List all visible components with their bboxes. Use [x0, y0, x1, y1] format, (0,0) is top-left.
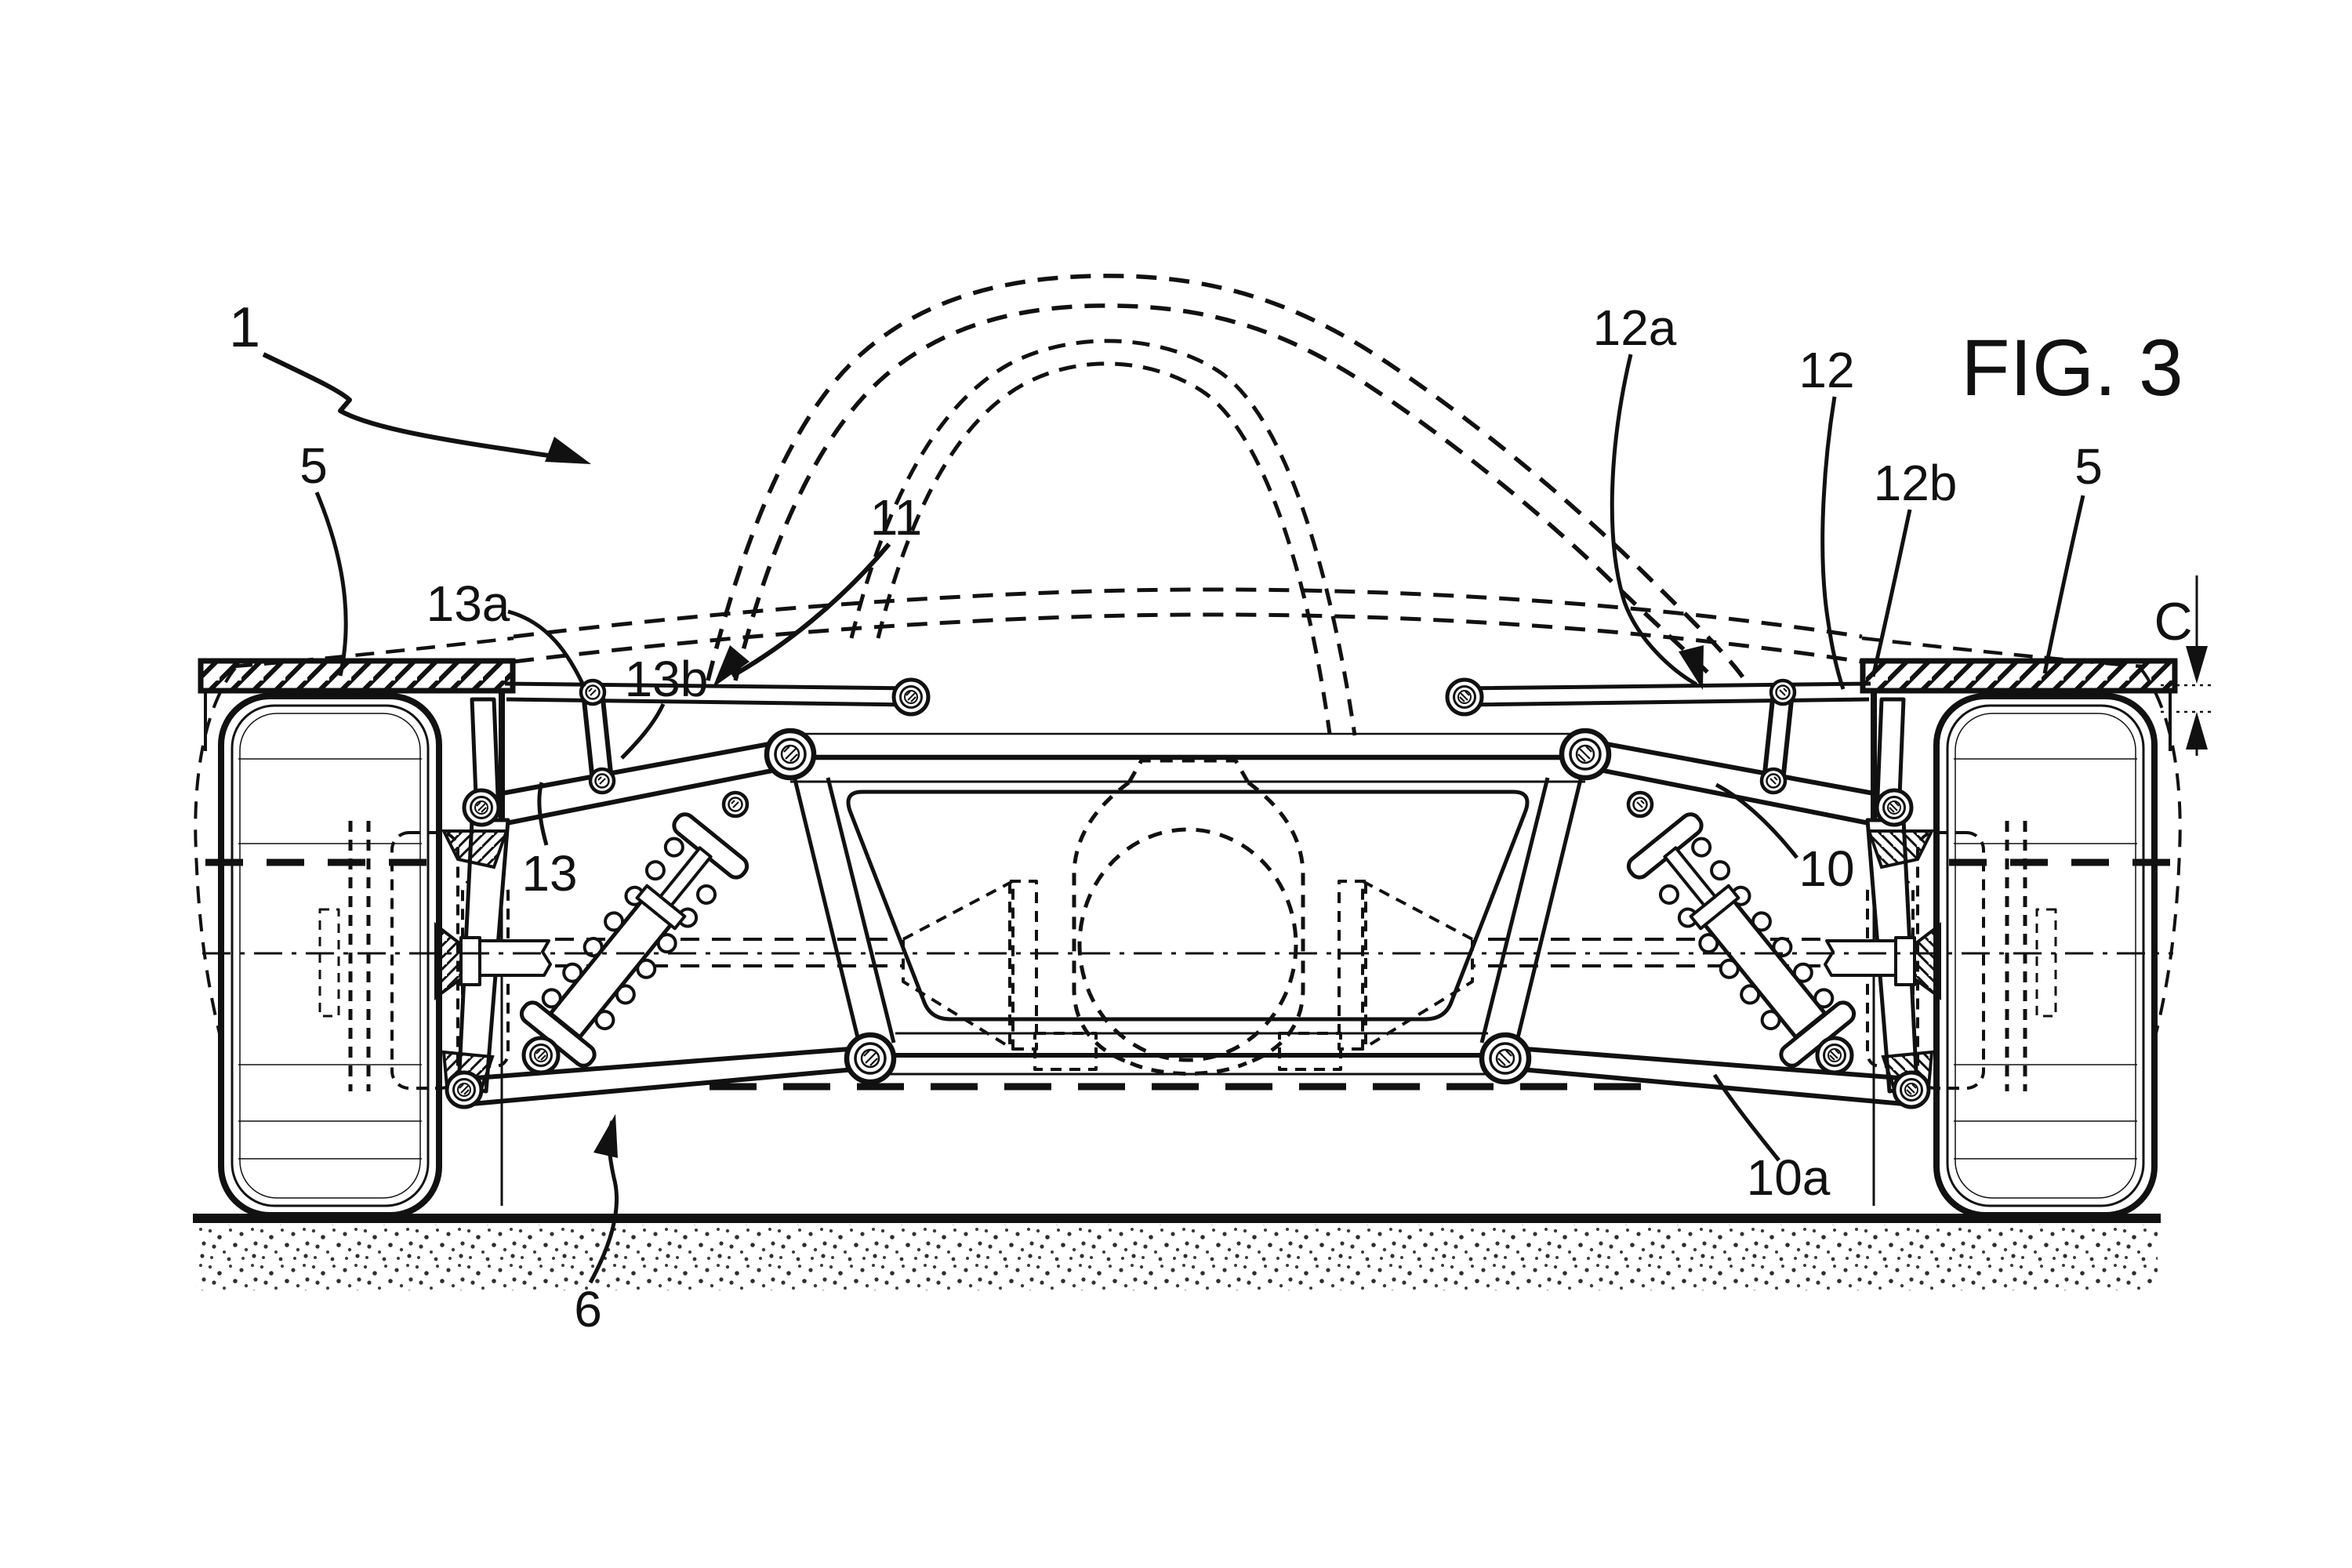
diff-side-left — [1072, 780, 1131, 1065]
dimension-c: C — [2154, 575, 2214, 756]
subframe — [787, 732, 1588, 1076]
label-13b: 13b — [625, 651, 709, 707]
dim-arrow-up — [2186, 712, 2208, 750]
roll-hoop-outer — [849, 339, 1357, 736]
drop-link-lower-bolt — [590, 769, 614, 793]
roll-hoop-inner — [876, 361, 1332, 735]
fender-arc-dashed — [194, 666, 237, 1047]
differential-housing — [1033, 758, 1342, 1076]
lower-control-arm — [465, 1045, 873, 1106]
beltline-upper — [513, 587, 1863, 639]
label-10: 10 — [1798, 840, 1854, 897]
axle-flange — [459, 936, 481, 986]
brake-hub-dashed — [318, 908, 340, 1018]
toe-link-bar — [504, 681, 913, 707]
shock-rod — [659, 846, 713, 907]
dimension-label-c: C — [2154, 592, 2192, 652]
leader-11-arrowhead — [713, 645, 750, 688]
label-11: 11 — [870, 489, 922, 546]
leader-10 — [1715, 782, 1798, 859]
tire-outline — [218, 693, 442, 1218]
leader-1-arrowhead — [545, 437, 591, 464]
toe-link-inboard-bolt — [894, 680, 928, 714]
leader-5-left — [314, 492, 348, 677]
shock-upper-mount-bolt — [724, 793, 747, 816]
deck-line-right — [1861, 636, 2143, 669]
beltline-lower — [513, 612, 1863, 664]
subframe-top-corner-bolt — [767, 731, 814, 778]
leader-10a — [1712, 1073, 1780, 1162]
leader-lines — [262, 352, 2085, 1284]
axle-flange-dashed — [1008, 880, 1038, 1051]
label-12: 12 — [1798, 342, 1854, 398]
drop-link-body — [586, 685, 609, 788]
leader-12 — [1820, 396, 1846, 690]
label-13: 13 — [521, 845, 577, 902]
diff-oval — [1077, 827, 1298, 1062]
bump-stop-upper — [441, 829, 509, 869]
reference-labels: 1 5 13a 13b 11 13 6 12a 12 12b 5 10 10a … — [229, 296, 2183, 1338]
leader-12b — [1871, 509, 1912, 677]
dim-arrow-down — [2186, 646, 2208, 684]
figure-title: FIG. 3 — [1961, 323, 2183, 412]
leader-1 — [262, 352, 554, 459]
tire-sidewall-inner — [239, 713, 421, 1199]
tire-sidewall — [230, 704, 430, 1207]
suspension-left-half — [194, 666, 1038, 1218]
caliper-dashed — [390, 831, 459, 1090]
label-1: 1 — [229, 296, 260, 359]
diff-bottom — [1129, 1061, 1248, 1076]
leader-13a — [507, 609, 586, 688]
diff-cap — [1127, 758, 1250, 784]
axle-shaft — [478, 939, 552, 977]
canopy-arch-outer — [706, 274, 1748, 682]
tire-ribs — [238, 758, 422, 1160]
leader-6-arrowhead — [593, 1114, 618, 1158]
right-sill-hatch-bar — [1860, 658, 2178, 694]
diff-mount-right — [1278, 1032, 1342, 1071]
knuckle-lower-bolt — [447, 1073, 481, 1107]
leader-5-right — [2042, 495, 2085, 674]
axle-funnel-dashed — [902, 880, 1014, 1051]
upper-control-arm — [501, 738, 793, 826]
label-5-right: 5 — [2074, 438, 2103, 495]
diff-side-right — [1246, 780, 1305, 1065]
knuckle-upper-bolt — [464, 790, 499, 825]
shock-lower-mount-bolt — [524, 1038, 558, 1073]
leader-13b — [620, 702, 666, 760]
label-12a: 12a — [1593, 299, 1677, 356]
label-10a: 10a — [1747, 1149, 1831, 1206]
canopy-arch-inner — [733, 303, 1718, 682]
label-12b: 12b — [1874, 455, 1958, 511]
ground — [193, 1214, 2161, 1290]
diff-mount-left — [1033, 1032, 1098, 1071]
dim-extension-lines — [2161, 684, 2214, 713]
leader-13 — [537, 782, 549, 846]
vehicle-body-outline — [233, 274, 2143, 736]
leader-12a-arrowhead — [1679, 645, 1704, 690]
label-6: 6 — [574, 1281, 602, 1338]
axle-shaft-dashed — [555, 938, 902, 967]
ground-line — [193, 1214, 2161, 1223]
body-sill-bars — [198, 658, 2178, 694]
left-sill-hatch-bar — [198, 658, 516, 694]
leader-12a — [1610, 354, 1698, 687]
leader-11 — [731, 543, 891, 678]
label-13a: 13a — [426, 575, 510, 632]
spring-coils — [541, 837, 717, 1031]
label-5-left: 5 — [299, 437, 328, 494]
subframe-opening — [846, 789, 1530, 1022]
ground-stipple — [196, 1225, 2158, 1290]
subframe-side-member — [791, 772, 896, 1051]
subframe-bottom-corner-bolt — [847, 1035, 894, 1082]
